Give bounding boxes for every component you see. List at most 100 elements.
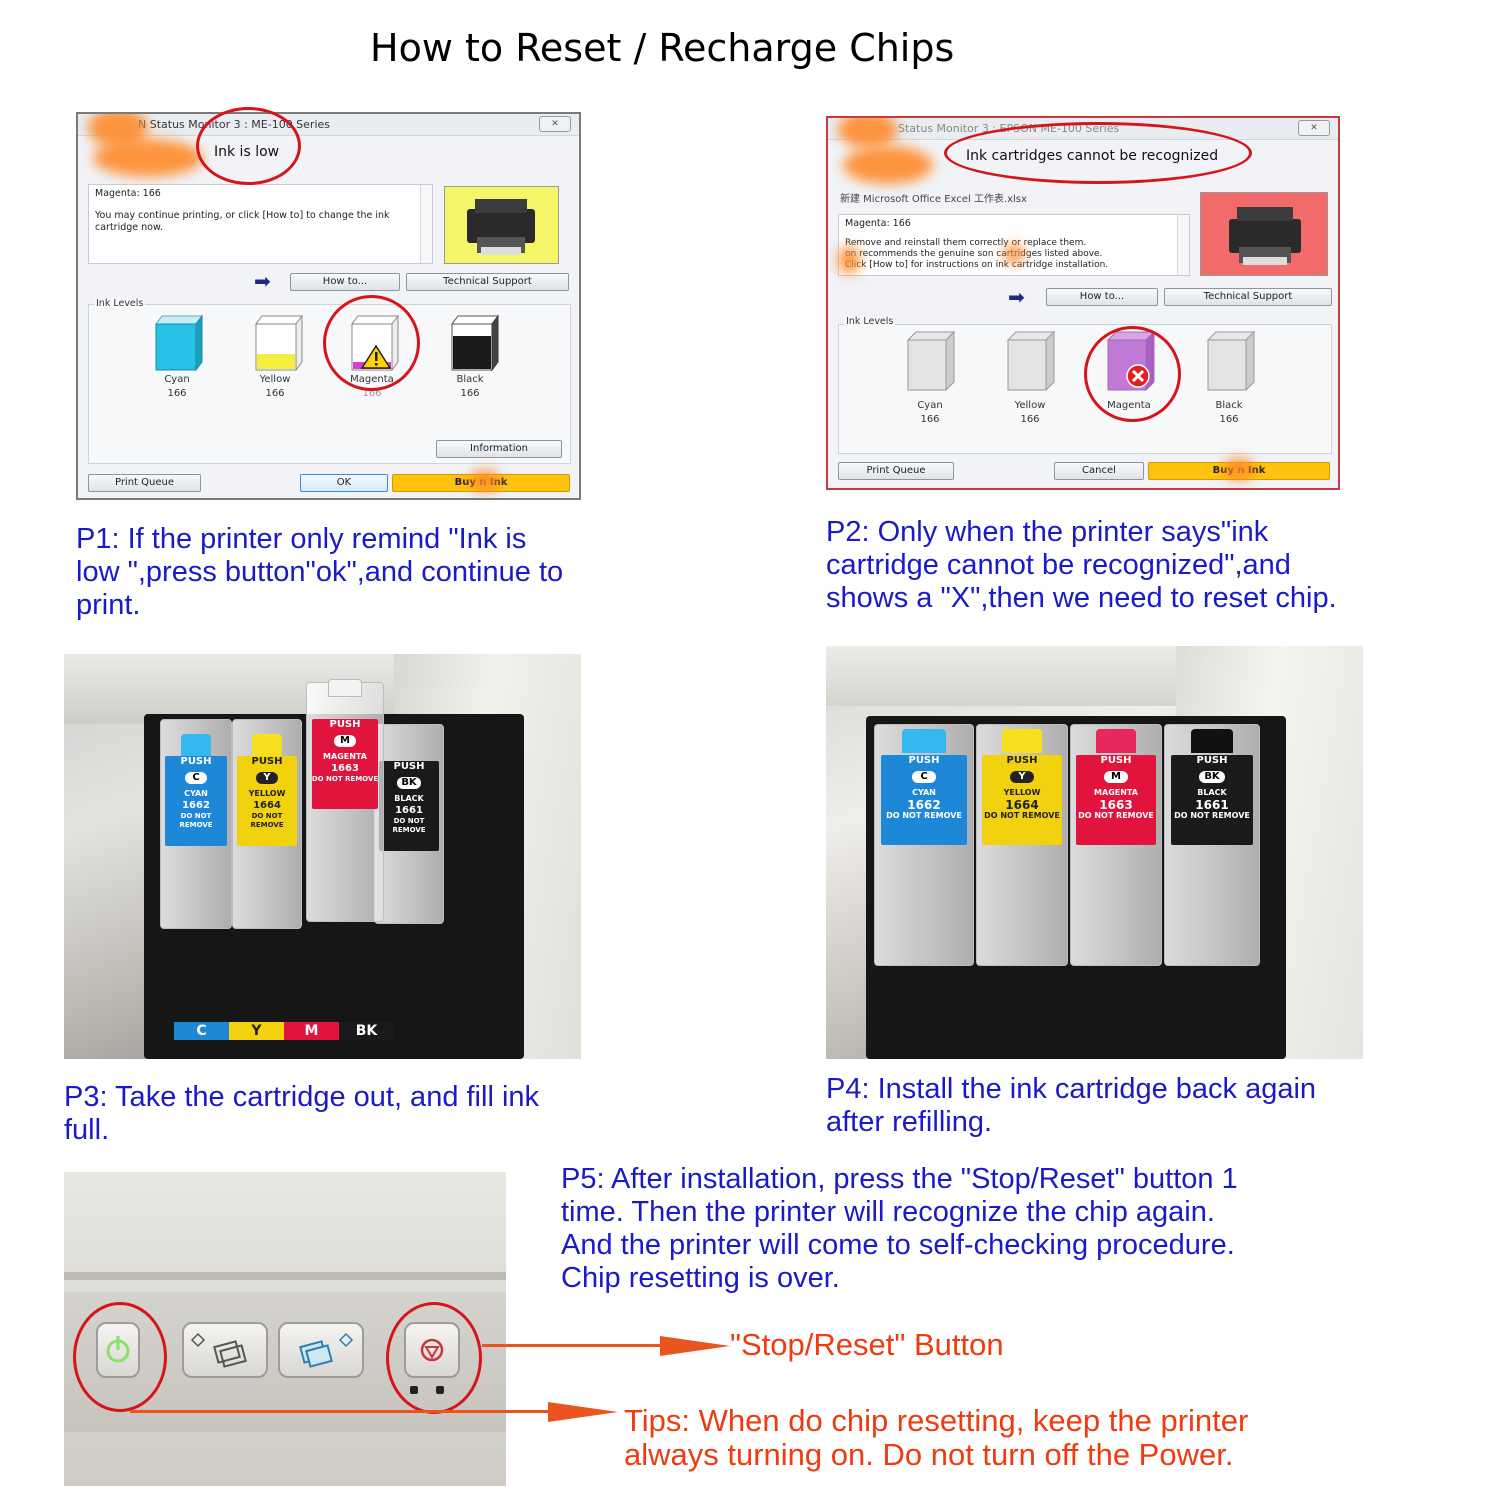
caption-p3: P3: Take the cartridge out, and fill ink… xyxy=(64,1081,539,1147)
highlight-circle xyxy=(73,1302,167,1412)
caption-line: P1: If the printer only remind "Ink is xyxy=(76,523,527,555)
printer-image xyxy=(1200,192,1328,276)
cartridge-label: PUSH M MAGENTA 1663 DO NOT REMOVE xyxy=(1076,755,1156,845)
cartridge-letter: BK xyxy=(397,777,421,789)
cartridge-color-name: CYAN xyxy=(912,788,936,797)
technical-support-button[interactable]: Technical Support xyxy=(406,273,569,291)
arrow-right-icon: ➡ xyxy=(1008,285,1025,309)
strip-c: C xyxy=(174,1022,229,1040)
redaction-blot xyxy=(1004,244,1024,264)
caption-line: low ",press button"ok",and continue to xyxy=(76,556,564,588)
push-text: PUSH xyxy=(393,761,425,772)
close-button[interactable]: ✕ xyxy=(539,116,571,132)
cartridge-label: PUSH M MAGENTA 1663 DO NOT REMOVE xyxy=(311,719,379,809)
cancel-button[interactable]: Cancel xyxy=(1054,462,1144,480)
photo-cartridge-removal: PUSH C CYAN 1662 DO NOT REMOVE PUSH Y YE… xyxy=(64,654,581,1059)
print-queue-button[interactable]: Print Queue xyxy=(88,474,201,492)
cartridge-name: Yellow xyxy=(1014,400,1046,411)
ok-button[interactable]: OK xyxy=(300,474,388,492)
cartridge-note: DO NOT REMOVE xyxy=(392,817,426,834)
arrow-head-icon xyxy=(548,1402,618,1422)
cartridge-code: 166 xyxy=(920,414,940,425)
cartridge-code: 166 xyxy=(1219,414,1239,425)
caption-line: print. xyxy=(76,589,141,621)
cartridge: PUSH M MAGENTA 1663 DO NOT REMOVE xyxy=(1070,724,1162,966)
close-button[interactable]: ✕ xyxy=(1298,120,1330,136)
message-box: Magenta: 166 You may continue printing, … xyxy=(88,184,433,264)
cartridge-letter: M xyxy=(334,735,356,747)
caption-p1: P1: If the printer only remind "Ink is l… xyxy=(76,523,563,622)
how-to-button[interactable]: How to... xyxy=(290,273,400,291)
cartridge-color-name: BLACK xyxy=(1197,788,1227,797)
push-text: PUSH xyxy=(908,755,940,766)
push-text: PUSH xyxy=(251,756,283,767)
message-body: You may continue printing, or click [How… xyxy=(95,210,390,233)
cartridge-code: 1662 xyxy=(907,798,941,812)
cartridge-letter: C xyxy=(912,771,936,783)
message-line: Click [How to] for instructions on ink c… xyxy=(845,260,1109,270)
highlight-circle xyxy=(1084,326,1181,422)
cartridge-letter: BK xyxy=(1199,771,1225,783)
arrow-right-icon: ➡ xyxy=(254,269,271,293)
redaction-blot xyxy=(843,146,933,184)
cartridge: PUSH BK BLACK 1661 DO NOT REMOVE xyxy=(1164,724,1260,966)
cartridge: PUSH C CYAN 1662 DO NOT REMOVE xyxy=(874,724,974,966)
how-to-button[interactable]: How to... xyxy=(1046,288,1158,306)
cartridge: PUSH Y YELLOW 1664 DO NOT REMOVE xyxy=(976,724,1068,966)
copy-color-button[interactable] xyxy=(278,1322,364,1378)
status-monitor-dialog-not-recognized: Status Monitor 3 : EPSON ME-100 Series ✕… xyxy=(826,116,1340,490)
cartridge-letter: C xyxy=(185,772,207,784)
tray-color-strip: C Y M BK xyxy=(174,1022,394,1040)
black-cartridge-icon xyxy=(1204,330,1260,396)
technical-support-button[interactable]: Technical Support xyxy=(1164,288,1332,306)
cartridge-name: Cyan xyxy=(917,400,943,411)
cartridge-code: 1664 xyxy=(253,800,281,811)
push-text: PUSH xyxy=(329,719,361,730)
cartridge-name: Cyan xyxy=(164,374,190,385)
cartridge-code: 166 xyxy=(265,388,285,399)
cartridge-code: 1663 xyxy=(331,763,359,774)
cartridge-code: 1661 xyxy=(1195,798,1229,812)
copy-bw-button[interactable] xyxy=(182,1322,268,1378)
strip-m: M xyxy=(284,1022,339,1040)
message-scrollbar[interactable] xyxy=(1177,215,1189,275)
cartridge-name: Black xyxy=(1215,400,1243,411)
printer-image xyxy=(444,186,559,264)
message-line: on recommends the genuine son cartridges… xyxy=(845,249,1103,259)
information-button[interactable]: Information xyxy=(436,440,562,458)
cartridge-color-name: MAGENTA xyxy=(323,752,367,761)
cartridge-code: 166 xyxy=(1020,414,1040,425)
cyan-cartridge-icon xyxy=(150,314,210,378)
redaction-blot xyxy=(470,470,500,492)
push-text: PUSH xyxy=(1100,755,1132,766)
caption-line: And the printer will come to self-checki… xyxy=(561,1229,1235,1261)
tips-line: always turning on. Do not turn off the P… xyxy=(624,1437,1234,1472)
cartridge-label: PUSH C CYAN 1662 DO NOT REMOVE xyxy=(880,755,968,845)
highlight-circle xyxy=(196,107,301,185)
cartridge-label: PUSH BK BLACK 1661 DO NOT REMOVE xyxy=(1170,755,1254,845)
cartridge: PUSH C CYAN 1662 DO NOT REMOVE xyxy=(160,719,232,929)
tips-text: Tips: When do chip resetting, keep the p… xyxy=(624,1404,1248,1472)
cartridge-code: 1661 xyxy=(395,805,423,816)
printer-icon xyxy=(467,199,535,255)
redaction-blot xyxy=(93,139,203,177)
message-header: Magenta: 166 xyxy=(95,188,161,199)
ink-levels-label: Ink Levels xyxy=(844,316,896,327)
redaction-blot xyxy=(838,118,898,148)
arrow-line xyxy=(130,1410,550,1413)
cartridge-label: PUSH Y YELLOW 1664 DO NOT REMOVE xyxy=(982,755,1062,845)
yellow-cartridge-icon xyxy=(1004,330,1060,396)
caption-line: P2: Only when the printer says"ink xyxy=(826,516,1269,548)
caption-line: after refilling. xyxy=(826,1106,993,1138)
cartridge: PUSH Y YELLOW 1664 DO NOT REMOVE xyxy=(232,719,302,929)
copy-icon xyxy=(190,1332,247,1368)
tips-line: Tips: When do chip resetting, keep the p… xyxy=(624,1403,1249,1438)
cartridge-note: DO NOT REMOVE xyxy=(984,811,1060,820)
message-scrollbar[interactable] xyxy=(420,185,432,263)
dialog-titlebar: N Status Monitor 3 : ME-100 Series ✕ xyxy=(78,114,579,136)
print-queue-button[interactable]: Print Queue xyxy=(838,462,954,480)
cartridge-code: 166 xyxy=(460,388,480,399)
status-monitor-dialog-ink-low: N Status Monitor 3 : ME-100 Series ✕ Ink… xyxy=(76,112,581,500)
ink-levels-label: Ink Levels xyxy=(94,298,146,309)
cartridge-note: DO NOT REMOVE xyxy=(311,775,379,783)
